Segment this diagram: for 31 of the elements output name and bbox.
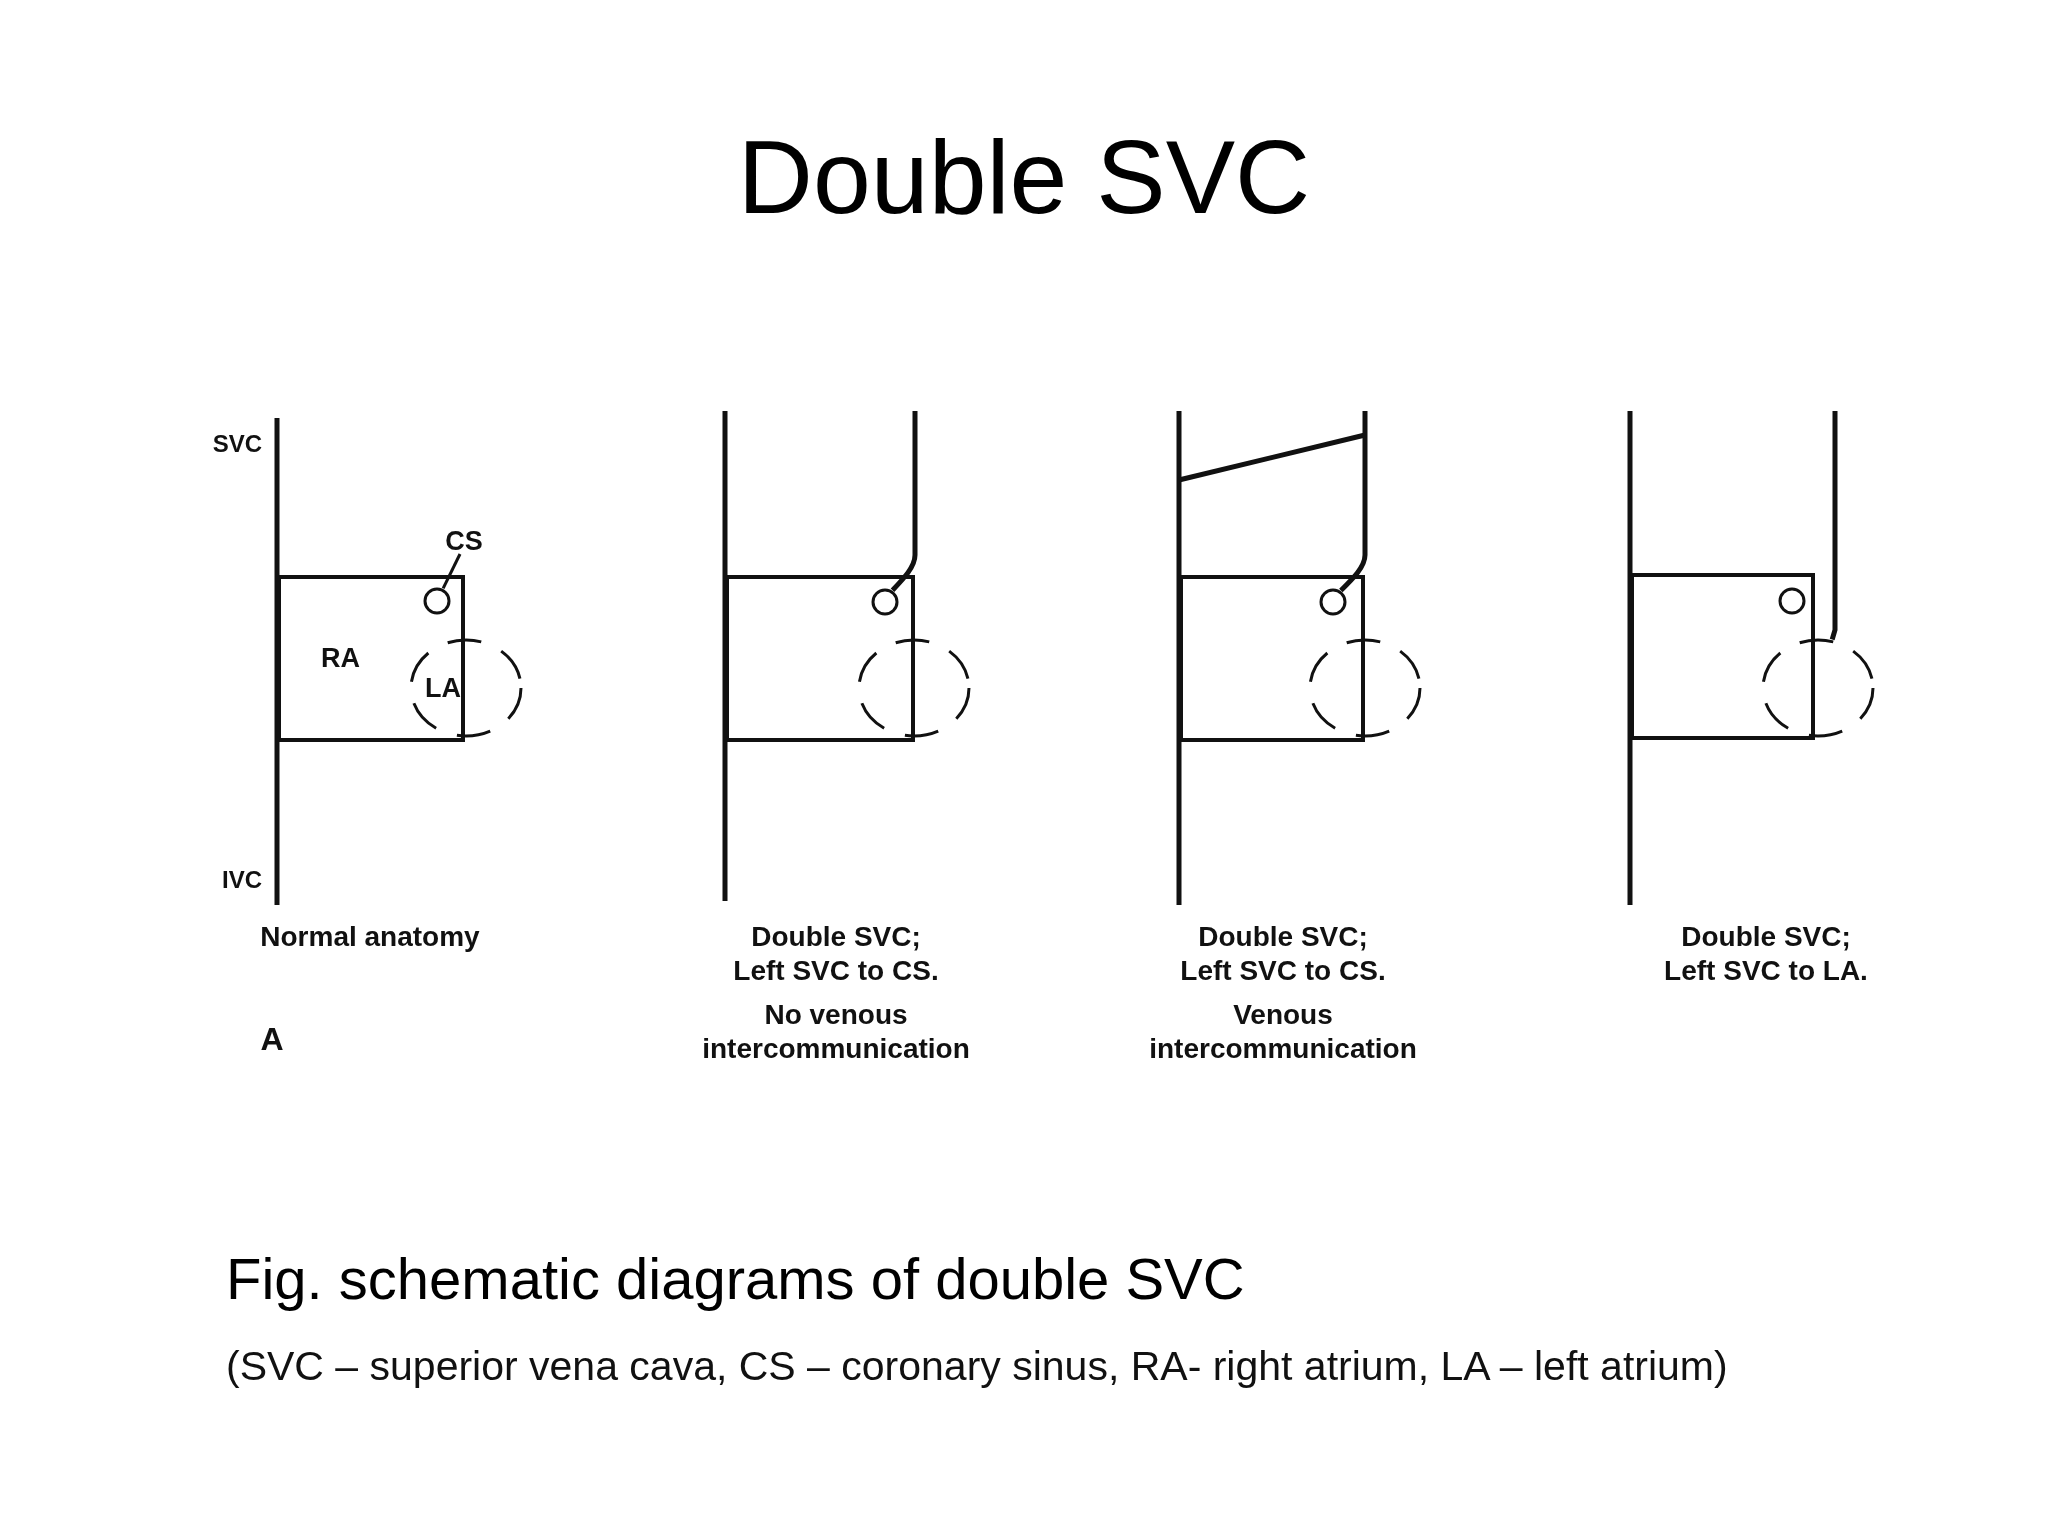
panel-letter: A <box>259 1020 285 1059</box>
atrium-dashed-circle <box>1761 638 1875 738</box>
structure-label: LA <box>425 672 461 704</box>
title: Double SVC <box>736 118 1312 237</box>
sinus-circle <box>1778 587 1806 615</box>
vessel-label: SVC <box>211 430 262 459</box>
atrium-dashed-circle <box>857 638 971 738</box>
panel-caption: Double SVC; Left SVC to CS. <box>732 920 940 988</box>
abbreviation-note: (SVC – superior vena cava, CS – coronary sinus, RA- right atrium, LA – left atrium) <box>226 1342 1729 1391</box>
sinus-circle <box>423 587 451 615</box>
vein-line <box>1829 411 1838 641</box>
structure-label: RA <box>321 643 360 674</box>
vein-line <box>890 411 918 592</box>
atrium-dashed-circle <box>409 638 523 738</box>
atrium-box <box>1630 573 1815 740</box>
figure-caption: Fig. schematic diagrams of double SVC <box>226 1245 1245 1312</box>
panel-caption: Venous intercommunication <box>1148 998 1418 1066</box>
atrium-box <box>277 575 465 742</box>
atrium-box <box>725 575 915 742</box>
vessel-label: IVC <box>221 866 262 895</box>
atrium-box <box>1179 575 1365 742</box>
structure-label: CS <box>445 525 483 557</box>
panel-caption: Double SVC; Left SVC to LA. <box>1663 920 1869 988</box>
sinus-circle <box>871 588 899 616</box>
panel-caption: No venous intercommunication <box>701 998 971 1066</box>
sinus-circle <box>1319 588 1347 616</box>
panel-caption: Normal anatomy <box>259 920 481 954</box>
atrium-dashed-circle <box>1308 638 1422 738</box>
vein-line <box>1339 411 1368 593</box>
leader-line <box>441 553 462 590</box>
panel-caption: Double SVC; Left SVC to CS. <box>1179 920 1387 988</box>
